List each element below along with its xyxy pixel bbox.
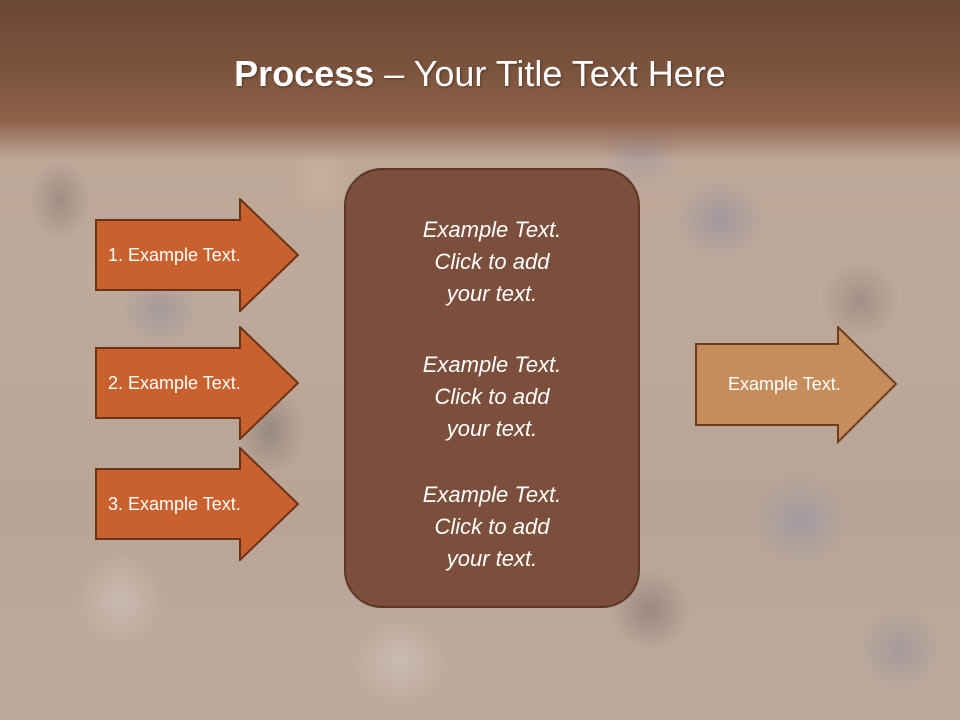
title-band [0, 0, 960, 160]
result-arrow[interactable]: Example Text. [695, 326, 901, 444]
center-block-3-line-3: your text. [446, 546, 538, 571]
center-text-block-1: Example Text. Click to add your text. [346, 214, 638, 310]
arrow-right-shape [695, 326, 898, 444]
step-arrow-2[interactable]: 2. Example Text. [95, 326, 301, 440]
arrow-right-shape [95, 326, 300, 440]
step-arrow-1[interactable]: 1. Example Text. [95, 198, 301, 312]
arrow-right-shape [95, 447, 300, 561]
step-arrow-2-label: 2. Example Text. [108, 373, 241, 393]
step-arrow-3-label: 3. Example Text. [108, 494, 241, 514]
arrow-right-shape [95, 198, 300, 312]
center-block-3-line-2: Click to add [434, 514, 550, 539]
center-block-2-line-3: your text. [446, 416, 538, 441]
slide-title[interactable]: Process – Your Title Text Here [0, 50, 960, 98]
center-text-block-2: Example Text. Click to add your text. [346, 349, 638, 445]
title-bold-text: Process [234, 53, 375, 94]
result-arrow-label: Example Text. [728, 374, 841, 394]
center-text-block-3: Example Text. Click to add your text. [346, 479, 638, 575]
step-arrow-1-label: 1. Example Text. [108, 245, 241, 265]
center-block-1-line-2: Click to add [434, 249, 550, 274]
center-block-1-line-1: Example Text. [422, 217, 562, 242]
step-arrow-3[interactable]: 3. Example Text. [95, 447, 301, 561]
title-rest-text: – Your Title Text Here [374, 53, 726, 94]
center-block-1-line-3: your text. [446, 281, 538, 306]
center-block-3-line-1: Example Text. [422, 482, 562, 507]
center-block-2-line-1: Example Text. [422, 352, 562, 377]
center-text-box[interactable]: Example Text. Click to add your text. Ex… [344, 168, 640, 608]
center-block-2-line-2: Click to add [434, 384, 550, 409]
